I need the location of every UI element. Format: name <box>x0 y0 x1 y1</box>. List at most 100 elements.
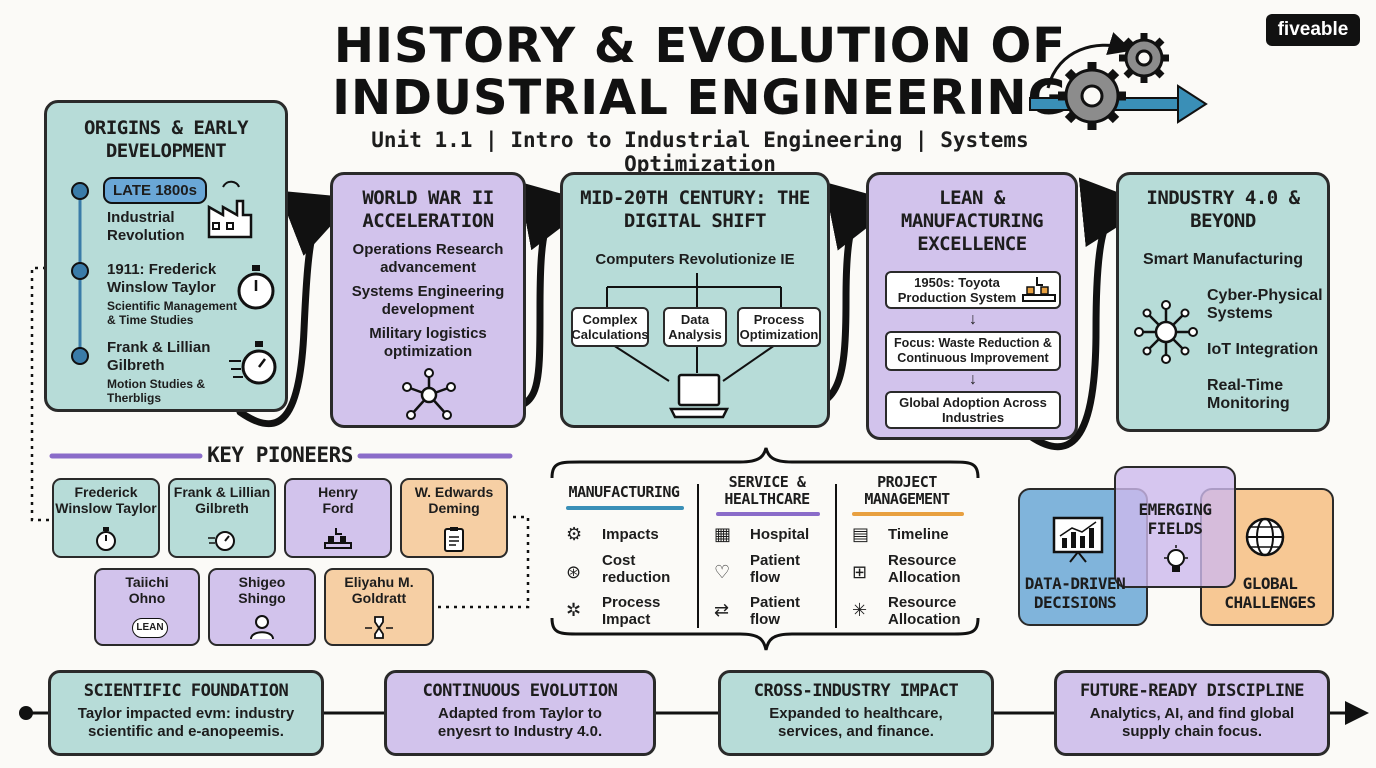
digital-box-process-optimization: Process Optimization <box>737 307 821 347</box>
speed-stopwatch-icon <box>229 341 277 385</box>
lean-step-waste-reduction: Focus: Waste Reduction & Continuous Impr… <box>885 331 1061 371</box>
summary-4-title: FUTURE-READY DISCIPLINE <box>1080 681 1304 701</box>
summary-future-ready: FUTURE-READY DISCIPLINE Analytics, AI, a… <box>1054 670 1330 756</box>
industries-col1-item-3: Process Impact <box>602 594 661 628</box>
bottleneck-icon <box>365 616 393 639</box>
summary-scientific-foundation: SCIENTIFIC FOUNDATION Taylor impacted ev… <box>48 670 324 756</box>
ww2-item-military-logistics: Military logistics optimization <box>369 325 487 360</box>
origins-timeline <box>71 182 89 365</box>
origins-item-taylor-sub: Scientific Management & Time Studies <box>107 299 238 327</box>
industry4-item-cyber-physical: Cyber-Physical Systems <box>1207 287 1323 322</box>
title-line-1: HISTORY & EVOLUTION OF <box>333 18 1067 74</box>
industry4-title: INDUSTRY 4.0 & BEYOND <box>1146 187 1300 232</box>
title-line-2: INDUSTRIAL ENGINEERING <box>332 70 1068 126</box>
summary-2-body: Adapted from Taylor to enyesrt to Indust… <box>437 705 603 740</box>
flowchart-icon: ⊞ <box>852 562 868 582</box>
globe-icon <box>1245 517 1285 557</box>
cost-reduction-icon: ⊛ <box>566 562 582 582</box>
ww2-item-operations-research: Operations Research advancement <box>352 241 504 276</box>
industries-col2-title: SERVICE & HEALTHCARE <box>724 473 810 508</box>
industries-col3-item-1: Timeline <box>888 526 949 543</box>
pioneer-name-deming: W. Edwards Deming <box>414 484 494 516</box>
emerging-global-label: GLOBAL CHALLENGES <box>1224 574 1316 612</box>
industries-brace-top <box>550 447 980 479</box>
lean-badge-icon: LEAN <box>132 618 168 638</box>
stopwatch-icon <box>237 265 275 310</box>
cyber-hub-icon <box>1134 300 1198 364</box>
industries-col1-item-1: Impacts <box>602 526 659 543</box>
ww2-panel: WORLD WAR II ACCELERATION Operations Res… <box>330 172 526 428</box>
pioneer-name-ford: Henry Ford <box>318 484 358 516</box>
origins-item-taylor-title: 1911: Frederick Winslow Taylor <box>107 261 217 296</box>
pioneer-name-taylor: Frederick Winslow Taylor <box>55 484 157 516</box>
industries-col3-item-3: Resource Allocation <box>888 594 961 628</box>
summary-1-body: Taylor impacted evm: industry scientific… <box>77 705 295 740</box>
pioneer-name-gilbreth: Frank & Lillian Gilbreth <box>173 484 271 516</box>
industries-col2-item-3: Patient flow <box>750 594 801 628</box>
industry4-item-iot: IoT Integration <box>1207 341 1319 358</box>
emerging-center-label: EMERGING FIELDS <box>1138 500 1212 538</box>
ww2-title: WORLD WAR II ACCELERATION <box>362 187 494 232</box>
industries-col1-title: MANUFACTURING <box>568 483 680 501</box>
stopwatch-icon <box>96 527 116 551</box>
flow-arrow-4 <box>1026 177 1152 451</box>
pioneer-name-shingo: Shigeo Shingo <box>238 574 286 606</box>
emerging-data-driven-label: DATA-DRIVEN DECISIONS <box>1024 574 1126 612</box>
industries-col3-item-2: Resource Allocation <box>888 552 961 586</box>
industries-brace-bottom <box>550 617 980 651</box>
brand-logo[interactable]: fiveable <box>1266 14 1360 46</box>
summary-1-title: SCIENTIFIC FOUNDATION <box>83 681 289 701</box>
summary-3-title: CROSS-INDUSTRY IMPACT <box>753 681 959 701</box>
industries-col2-item-2: Patient flow <box>750 552 801 586</box>
origins-item-gilbreth-title: Frank & Lillian Gilbreth <box>107 339 211 374</box>
industries-col1-item-2: Cost reduction <box>602 552 671 586</box>
origins-item-industrial-revolution: Industrial Revolution <box>107 209 185 244</box>
presentation-chart-icon <box>1052 516 1104 563</box>
ww2-item-systems-engineering: Systems Engineering development <box>351 283 505 318</box>
patient-care-icon: ♡ <box>714 562 731 582</box>
industry4-lead: Smart Manufacturing <box>1142 251 1303 268</box>
digital-tree-lines <box>606 273 782 382</box>
page-title: HISTORY & EVOLUTION OF INDUSTRIAL ENGINE… <box>300 20 1100 124</box>
process-gear-icon: ✲ <box>566 600 582 620</box>
lean-step-toyota-label: 1950s: Toyota Production System <box>897 275 1017 305</box>
gears-arrow-icon <box>1029 32 1208 130</box>
origins-panel: ORIGINS & EARLY DEVELOPMENT LATE 1800s I… <box>44 100 288 412</box>
pioneer-card-shingo[interactable]: Shigeo Shingo <box>208 568 316 646</box>
pioneer-name-goldratt: Eliyahu M. Goldratt <box>344 574 414 606</box>
pioneer-card-gilbreth[interactable]: Frank & Lillian Gilbreth <box>168 478 276 558</box>
speed-stopwatch-icon <box>208 531 235 551</box>
timeline-start-dot <box>19 706 33 720</box>
pioneer-card-goldratt[interactable]: Eliyahu M. Goldratt <box>324 568 434 646</box>
digital-title: MID-20TH CENTURY: THE DIGITAL SHIFT <box>580 187 810 232</box>
industries-col1-accent <box>566 506 684 510</box>
lean-arrow-2: ↓ <box>969 371 977 388</box>
lean-panel: LEAN & MANUFACTURING EXCELLENCE 1950s: T… <box>866 172 1078 440</box>
industry4-panel: INDUSTRY 4.0 & BEYOND Smart Manufacturin… <box>1116 172 1330 432</box>
pioneer-card-taylor[interactable]: Frederick Winslow Taylor <box>52 478 160 558</box>
assembly-line-icon <box>1022 277 1056 302</box>
digital-panel: MID-20TH CENTURY: THE DIGITAL SHIFT Comp… <box>560 172 830 428</box>
industries-col2-accent <box>716 512 820 516</box>
summary-2-title: CONTINUOUS EVOLUTION <box>422 681 618 701</box>
assembly-line-icon <box>324 528 352 549</box>
pioneer-name-ohno: Taiichi Ohno <box>125 574 169 606</box>
lean-title: LEAN & MANUFACTURING EXCELLENCE <box>900 187 1044 255</box>
lean-step-global-adoption: Global Adoption Across Industries <box>885 391 1061 429</box>
resource-network-icon: ✳ <box>852 600 868 620</box>
summary-continuous-evolution: CONTINUOUS EVOLUTION Adapted from Taylor… <box>384 670 656 756</box>
industries-col2-item-1: Hospital <box>750 526 810 543</box>
gears-icon: ⚙ <box>566 524 583 544</box>
summary-cross-industry: CROSS-INDUSTRY IMPACT Expanded to health… <box>718 670 994 756</box>
digital-lead: Computers Revolutionize IE <box>595 251 795 268</box>
summary-4-body: Analytics, AI, and find global supply ch… <box>1089 705 1295 740</box>
pioneer-card-ford[interactable]: Henry Ford <box>284 478 392 558</box>
pioneer-card-deming[interactable]: W. Edwards Deming <box>400 478 508 558</box>
patient-flow-icon: ⇄ <box>714 600 730 620</box>
lean-arrow-1: ↓ <box>969 311 977 328</box>
flow-arrow-1 <box>236 190 357 428</box>
pioneer-card-ohno[interactable]: Taiichi Ohno LEAN <box>94 568 200 646</box>
industries-col3-accent <box>852 512 964 516</box>
industry4-item-realtime: Real-Time Monitoring <box>1207 377 1290 412</box>
digital-box-data-analysis: Data Analysis <box>663 307 727 347</box>
